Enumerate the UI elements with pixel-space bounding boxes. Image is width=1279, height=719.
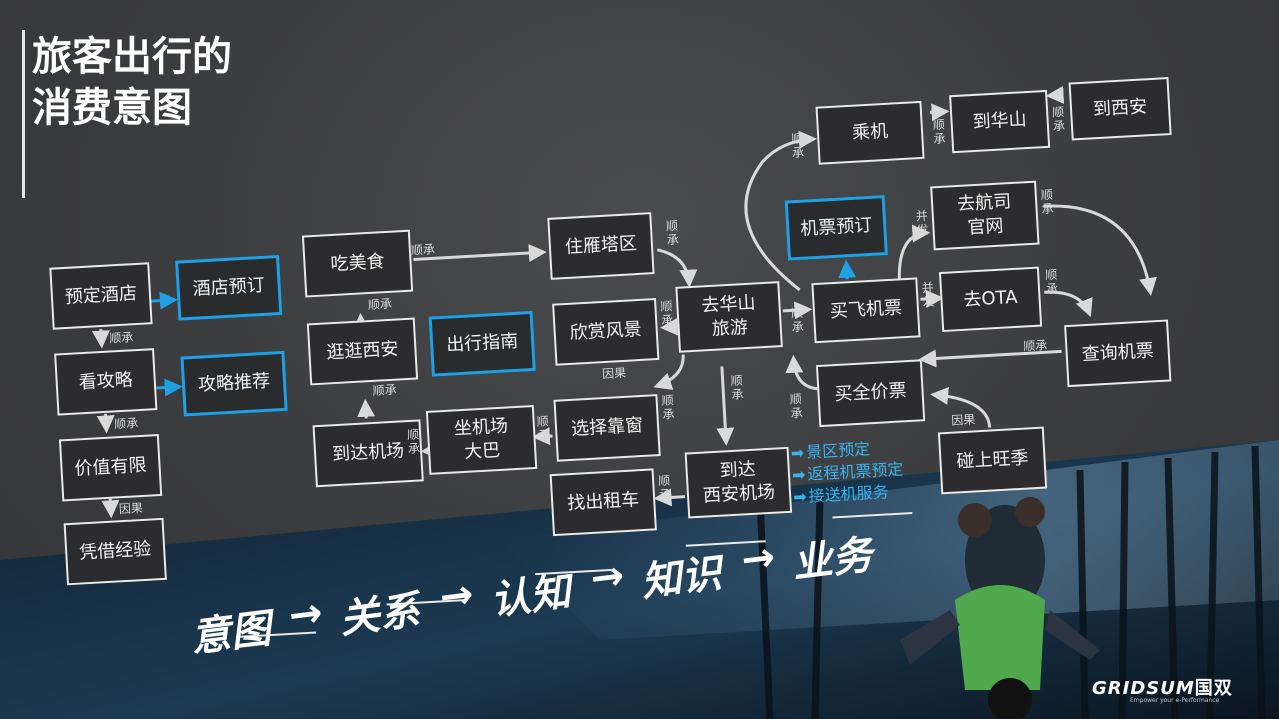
node-zhu-yantaqu: 住雁塔区 xyxy=(547,212,655,280)
label-bingfa-1: 并发 xyxy=(915,208,929,238)
label-yinguo-1: 因果 xyxy=(118,500,144,517)
node-xinshang-fengjing: 欣赏风景 xyxy=(552,297,660,366)
logo-brand-cn: 国双 xyxy=(1194,678,1233,699)
node-qu-hangsi-guanwang: 去航司 官网 xyxy=(930,180,1040,251)
flow-arrow: → xyxy=(437,570,477,621)
node-chaxun-jipiao: 查询机票 xyxy=(1064,319,1172,388)
label-shuncheng-17: 顺承 xyxy=(1044,267,1059,297)
node-guangguang-xian: 逛逛西安 xyxy=(306,317,419,386)
node-mai-feijipiao: 买飞机票 xyxy=(811,277,921,344)
node-chengji: 乘机 xyxy=(815,100,925,165)
label-shuncheng-3: 顺承 xyxy=(410,242,436,258)
node-jiudian-yuding: 酒店预订 xyxy=(175,254,283,321)
label-shuncheng-2: 顺承 xyxy=(113,416,139,432)
label-shuncheng-11: 顺承 xyxy=(730,373,744,402)
node-qu-ota: 去OTA xyxy=(938,266,1043,333)
label-shuncheng-20: 顺承 xyxy=(789,392,803,421)
node-qu-huashan-lvyou: 去华山 旅游 xyxy=(675,281,783,353)
label-shuncheng-5: 顺承 xyxy=(372,382,398,398)
flow-word-renzhi: 认知 xyxy=(487,569,574,625)
label-shuncheng-4: 顺承 xyxy=(367,296,393,313)
label-shuncheng-9: 顺承 xyxy=(660,299,674,328)
label-shuncheng-10: 顺承 xyxy=(661,393,675,422)
logo-tagline: Empower your e-Performance xyxy=(1130,697,1220,704)
label-shuncheng-6: 顺承 xyxy=(406,427,421,457)
flow-word-zhishi: 知识 xyxy=(638,550,724,606)
node-kan-gonglue: 看攻略 xyxy=(54,348,158,416)
flow-word-guanxi: 关系 xyxy=(337,587,423,643)
label-shuncheng-14: 顺承 xyxy=(932,117,946,147)
node-dao-xian: 到西安 xyxy=(1068,77,1172,141)
flow-word-yitu: 意图 xyxy=(188,605,274,662)
node-chi-meishi: 吃美食 xyxy=(301,229,414,298)
label-shuncheng-7: 顺承 xyxy=(536,414,550,443)
flow-word-yewu: 业务 xyxy=(789,531,875,588)
label-shuncheng-16: 顺承 xyxy=(1040,187,1054,217)
logo-brand: GRIDSUM xyxy=(1092,678,1195,699)
flow-arrow: → xyxy=(738,533,778,584)
node-chuxing-zhinan: 出行指南 xyxy=(428,310,536,377)
label-shuncheng-19: 顺承 xyxy=(790,305,805,335)
node-jipiao-yuding: 机票预订 xyxy=(784,195,888,261)
label-shuncheng-1: 顺承 xyxy=(108,330,134,346)
label-shuncheng-15: 顺承 xyxy=(1051,104,1066,134)
label-bingfa-2: 并发 xyxy=(921,280,935,310)
label-shuncheng-18: 顺承 xyxy=(1022,338,1048,354)
label-shuncheng-8: 顺承 xyxy=(665,218,680,248)
gridsum-logo: GRIDSUM国双 xyxy=(1092,674,1233,700)
flow-arrow: → xyxy=(286,589,326,640)
title-accent-bar xyxy=(22,30,25,198)
label-yinguo-2: 因果 xyxy=(601,365,627,382)
node-jiazhi-youxian: 价值有限 xyxy=(58,433,163,502)
flow-arrow: → xyxy=(588,552,627,603)
node-dao-huashan: 到华山 xyxy=(949,89,1051,154)
node-yuding-jiudian: 预定酒店 xyxy=(49,262,153,330)
node-gonglue-tuijian: 攻略推荐 xyxy=(180,350,288,417)
node-pingjie-jingyan: 凭借经验 xyxy=(63,517,167,586)
slide-title: 旅客出行的 消费意图 xyxy=(32,34,232,131)
label-shuncheng-13: 顺承 xyxy=(790,131,805,161)
